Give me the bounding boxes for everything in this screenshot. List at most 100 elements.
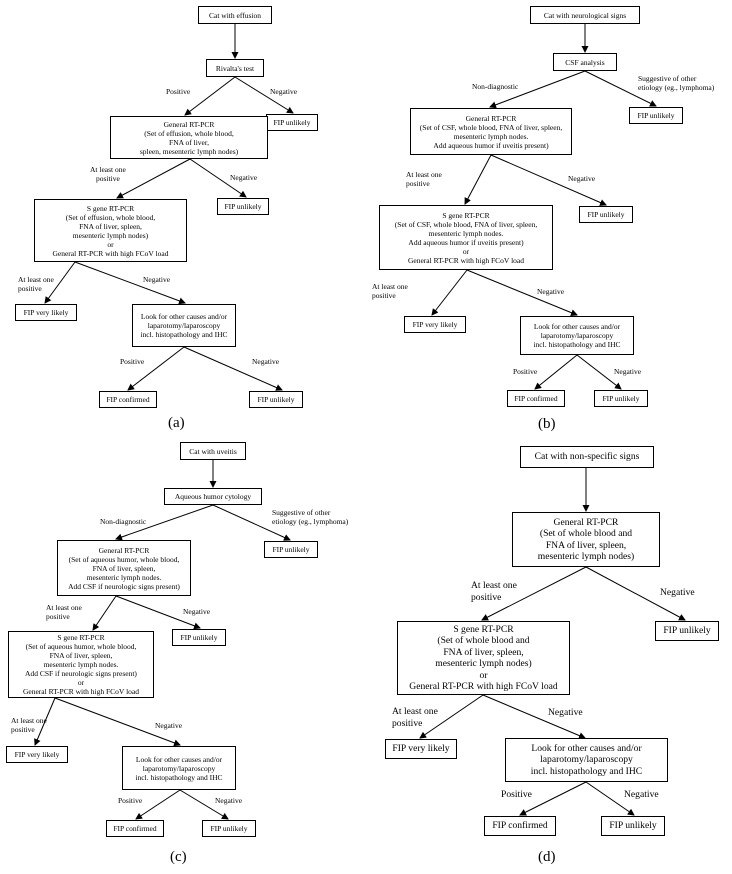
a-fip-unlikely-2: FIP unlikely	[217, 198, 269, 215]
caption-b: (b)	[538, 416, 556, 432]
arrow-d6	[519, 781, 587, 816]
b-nondiag-label: Non-diagnostic	[472, 82, 519, 91]
d-negative-label-3: Negative	[624, 789, 659, 800]
a-negative-label: Negative	[270, 87, 298, 96]
a-negative-label-3: Negative	[143, 275, 171, 284]
c-fip-confirmed: FIP confirmed	[106, 820, 164, 837]
arrow-a4	[116, 158, 191, 199]
c-fip-unlikely-1: FIP unlikely	[264, 541, 318, 558]
c-negative-label-2: Negative	[155, 721, 183, 730]
arrow-b2	[489, 70, 586, 109]
a-look-box: Look for other causes and/or laparotomy/…	[132, 304, 236, 347]
d-negative-label: Negative	[660, 587, 695, 598]
arrow-b8	[534, 354, 578, 390]
c-negative-label-3: Negative	[215, 796, 243, 805]
c-general-rtpcr-box: General RT-PCR (Set of aqueous humor, wh…	[57, 540, 191, 596]
caption-c: (c)	[170, 849, 187, 865]
a-positive-label: Positive	[166, 87, 191, 96]
b-suggestive-label: Suggestive of other etiology (eg., lymph…	[638, 74, 715, 92]
arrow-d4	[419, 694, 484, 739]
arrow-b9	[576, 354, 622, 390]
b-fip-very-likely: FIP very likely	[404, 316, 466, 333]
arrow-c6	[34, 697, 56, 746]
b-fip-confirmed: FIP confirmed	[507, 390, 565, 407]
b-look-box: Look for other causes and/or laparotomy/…	[520, 316, 634, 355]
arrow-b6	[431, 269, 468, 316]
caption-a: (a)	[168, 415, 185, 431]
a-start-box: Cat with effusion	[198, 6, 272, 24]
arrow-a9	[183, 346, 283, 391]
c-aqueous-box: Aqueous humor cytology	[164, 488, 262, 505]
b-fip-unlikely-3: FIP unlikely	[594, 390, 648, 407]
d-negative-label-2: Negative	[548, 707, 583, 718]
c-at-least-label: At least one positive	[46, 603, 82, 621]
a-negative-label-4: Negative	[252, 357, 280, 366]
a-sgene-box: S gene RT-PCR (Set of effusion, whole bl…	[34, 199, 187, 262]
b-negative-label: Negative	[568, 174, 596, 183]
arrow-d7	[585, 781, 635, 816]
c-negative-label: Negative	[183, 607, 211, 616]
arrow-d5	[482, 694, 586, 739]
arrow-b5	[490, 154, 607, 206]
c-fip-unlikely-2: FIP unlikely	[172, 629, 226, 646]
caption-d: (d)	[538, 849, 556, 865]
b-sgene-box: S gene RT-PCR (Set of CSF, whole blood, …	[379, 205, 553, 270]
c-at-least-label-2: At least one positive	[11, 716, 47, 734]
arrow-d3	[585, 566, 686, 621]
arrow-a2	[184, 76, 236, 116]
arrow-c5	[115, 595, 201, 630]
arrow-c7	[54, 697, 181, 747]
a-fip-very-likely: FIP very likely	[15, 304, 77, 321]
c-look-box: Look for other causes and/or laparotomy/…	[122, 746, 236, 790]
a-general-rtpcr-box: General RT-PCR (Set of effusion, whole b…	[110, 116, 268, 159]
d-positive-label: Positive	[501, 789, 532, 800]
arrow-a8	[127, 346, 185, 391]
a-positive-label-2: Positive	[120, 357, 145, 366]
b-at-least-label-2: At least one positive	[372, 282, 408, 300]
d-general-rtpcr-box: General RT-PCR (Set of whole blood and F…	[512, 512, 660, 567]
b-negative-label-2: Negative	[537, 287, 565, 296]
arrow-b4	[464, 154, 492, 205]
b-fip-unlikely-2: FIP unlikely	[579, 206, 633, 223]
a-rivalta-box: Rivalta's test	[206, 59, 264, 77]
d-look-box: Look for other causes and/or laparotomy/…	[505, 738, 668, 782]
a-fip-confirmed: FIP confirmed	[99, 391, 157, 408]
arrow-c4	[92, 595, 117, 631]
arrow-b3	[584, 70, 657, 107]
arrow-a7	[74, 261, 186, 305]
a-at-least-label: At least one positive	[90, 165, 126, 183]
arrow-a3	[234, 76, 294, 114]
d-fip-very-likely: FIP very likely	[385, 739, 457, 759]
a-fip-unlikely-1: FIP unlikely	[266, 114, 318, 131]
arrow-c3	[212, 504, 291, 541]
d-sgene-box: S gene RT-PCR (Set of whole blood and FN…	[397, 621, 570, 695]
c-fip-very-likely: FIP very likely	[6, 746, 68, 763]
a-negative-label-2: Negative	[230, 173, 258, 182]
a-fip-unlikely-3: FIP unlikely	[249, 391, 303, 408]
arrow-a5	[189, 158, 247, 198]
c-fip-unlikely-3: FIP unlikely	[202, 820, 256, 837]
b-start-box: Cat with neurological signs	[530, 6, 640, 24]
b-negative-label-3: Negative	[614, 367, 642, 376]
c-positive-label: Positive	[118, 796, 143, 805]
b-general-rtpcr-box: General RT-PCR (Set of CSF, whole blood,…	[410, 108, 572, 155]
b-csf-box: CSF analysis	[553, 53, 617, 71]
arrow-c2	[115, 504, 214, 541]
c-sgene-box: S gene RT-PCR (Set of aqueous humor, who…	[8, 631, 154, 698]
a-at-least-label-2: At least one positive	[18, 275, 54, 293]
b-at-least-label: At least one positive	[406, 170, 442, 188]
b-positive-label: Positive	[513, 367, 538, 376]
arrow-c8	[135, 789, 181, 820]
d-fip-unlikely-1: FIP unlikely	[655, 621, 719, 641]
d-fip-unlikely-2: FIP unlikely	[601, 816, 665, 836]
arrow-c9	[179, 789, 229, 820]
c-nondiag-label: Non-diagnostic	[100, 517, 147, 526]
d-fip-confirmed: FIP confirmed	[484, 816, 556, 836]
c-start-box: Cat with uveitis	[180, 442, 246, 460]
arrow-d2	[481, 566, 587, 621]
d-at-least-label: At least one positive	[471, 580, 517, 603]
d-at-least-label-2: At least one positive	[392, 706, 438, 729]
d-start-box: Cat with non-specific signs	[520, 446, 654, 468]
arrow-b7	[466, 269, 578, 316]
c-suggestive-label: Suggestive of other etiology (eg., lymph…	[272, 508, 349, 526]
